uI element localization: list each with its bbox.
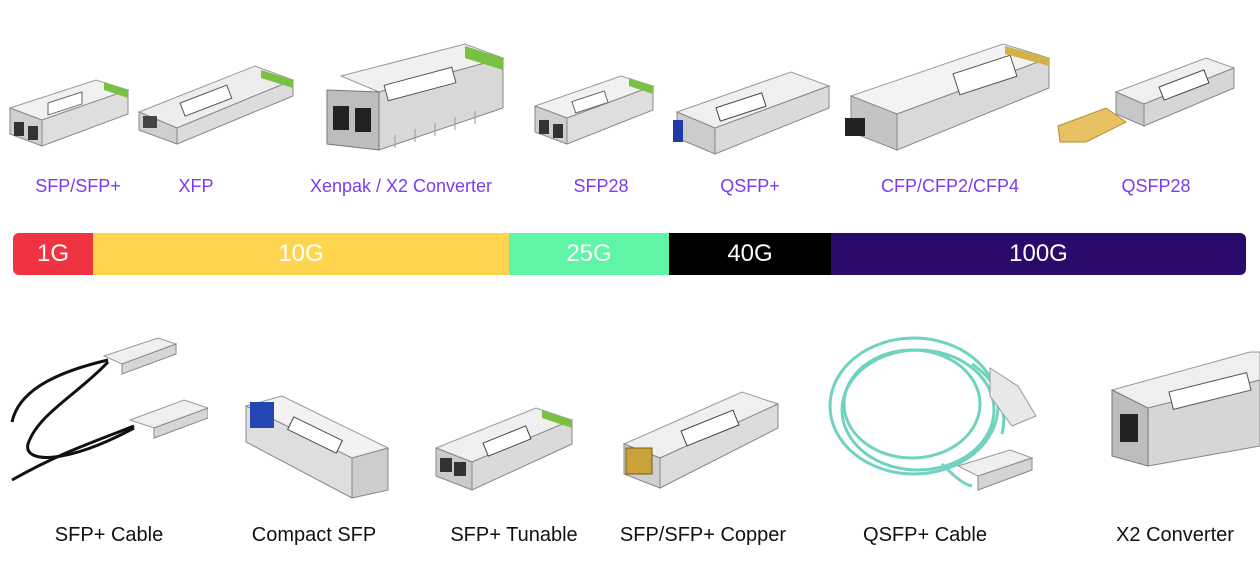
speed-segment-25g: 25G: [509, 233, 669, 275]
compact-sfp-icon: [242, 392, 392, 500]
label-cfp: CFP/CFP2/CFP4: [880, 176, 1020, 196]
label-qsfp28: QSFP28: [1121, 176, 1191, 196]
speed-segment-40g: 40G: [669, 233, 831, 275]
xfp-module-icon: [135, 44, 297, 152]
label-xfp: XFP: [178, 176, 214, 196]
qsfp-cable-icon: [822, 324, 1042, 504]
sfp-module-icon: [8, 68, 130, 152]
sfp-tunable-icon: [432, 398, 576, 494]
label-compact-sfp: Compact SFP: [251, 524, 377, 546]
label-copper-sfp: SFP/SFP+ Copper: [619, 524, 787, 546]
label-sfp28: SFP28: [573, 176, 629, 196]
label-xenpak-x2: Xenpak / X2 Converter: [309, 176, 493, 196]
label-qsfp: QSFP+: [720, 176, 780, 196]
label-sfp-tunable: SFP+ Tunable: [450, 524, 578, 546]
label-qsfp-cable: QSFP+ Cable: [863, 524, 987, 546]
sfp-cable-icon: [8, 334, 208, 484]
label-x2-converter: X2 Converter: [1116, 524, 1234, 546]
qsfp28-module-icon: [1056, 48, 1236, 148]
copper-sfp-icon: [620, 384, 782, 492]
x2-module-icon: [325, 40, 507, 154]
qsfp-module-icon: [673, 62, 833, 158]
x2-converter-icon: [1110, 350, 1260, 470]
speed-segment-100g: 100G: [831, 233, 1246, 275]
cfp-module-icon: [845, 40, 1051, 156]
speed-segment-10g: 10G: [93, 233, 509, 275]
label-sfp: SFP/SFP+: [35, 176, 121, 196]
sfp28-module-icon: [533, 66, 655, 150]
speed-segment-1g: 1G: [13, 233, 93, 275]
speed-bar: 1G 10G 25G 40G 100G: [13, 233, 1246, 275]
label-sfp-cable: SFP+ Cable: [54, 524, 164, 546]
